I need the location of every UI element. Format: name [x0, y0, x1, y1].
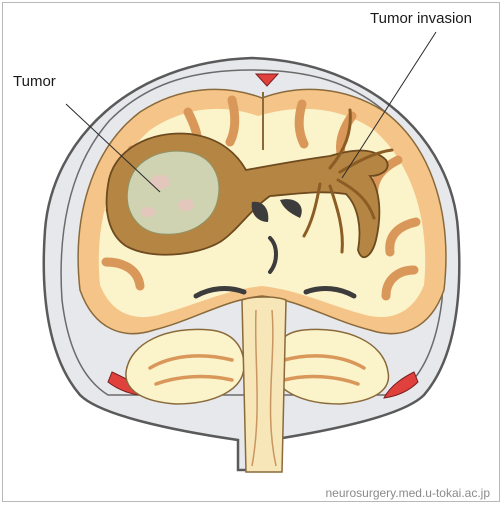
tumor-invasion-label: Tumor invasion [370, 10, 472, 27]
source-credit: neurosurgery.med.u-tokai.ac.jp [325, 486, 490, 500]
brainstem [242, 297, 286, 472]
tumor-label: Tumor [13, 73, 56, 90]
tumor-core [127, 151, 219, 234]
